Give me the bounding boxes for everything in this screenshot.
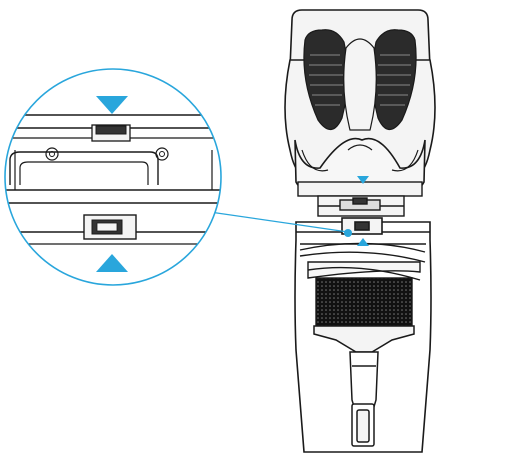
align-down-triangle-icon — [357, 176, 369, 184]
motor-grip-lobes — [301, 29, 419, 172]
zoom-leader-line — [209, 211, 349, 233]
magnifier — [4, 68, 222, 286]
release-latch — [351, 403, 375, 447]
align-up-triangle-icon — [96, 254, 128, 272]
focus-dot — [344, 229, 352, 237]
align-up-triangle-icon — [357, 238, 369, 246]
bin-cone — [313, 325, 415, 421]
mesh-filter — [315, 277, 413, 327]
align-down-triangle-icon — [96, 96, 128, 114]
motor-base-plate — [297, 181, 423, 217]
